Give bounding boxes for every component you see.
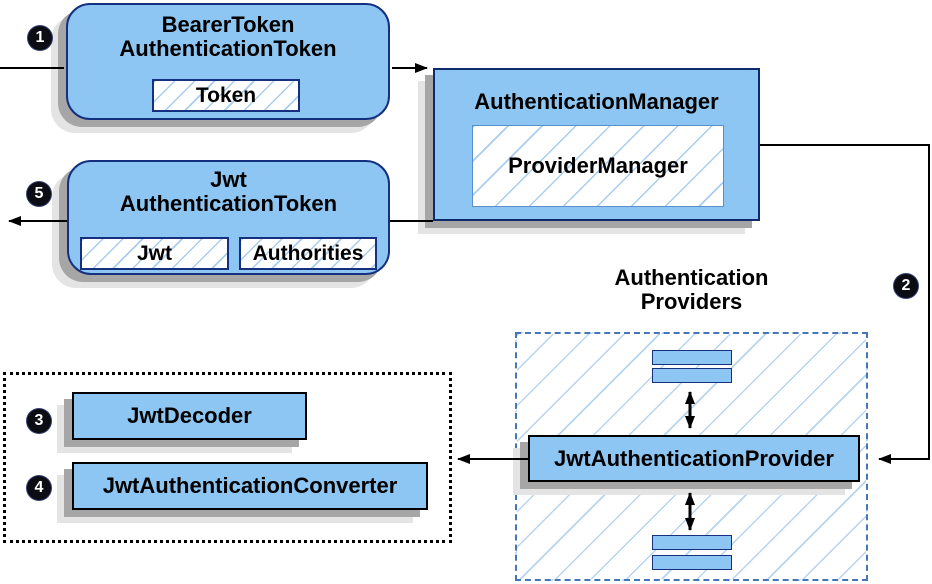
node-title: Jwt AuthenticationToken (69, 168, 388, 216)
node-bearer-token-authentication-token: BearerToken AuthenticationToken Token (66, 3, 390, 120)
jwt-token-title-line1: Jwt (210, 167, 247, 192)
bearer-token-title-line1: BearerToken (161, 12, 295, 37)
node-authentication-manager: AuthenticationManager ProviderManager (433, 68, 760, 221)
node-jwt-authentication-converter: JwtAuthenticationConverter (72, 462, 428, 510)
step-4-badge: 4 (27, 476, 51, 500)
provider-placeholder-bar (652, 350, 732, 365)
provider-placeholder-bar (652, 535, 732, 550)
providers-label-line1: Authentication (614, 265, 769, 290)
field-authorities: Authorities (239, 237, 377, 270)
providers-label-line2: Providers (640, 289, 743, 314)
node-jwt-decoder: JwtDecoder (72, 392, 307, 440)
node-title: BearerToken AuthenticationToken (68, 13, 388, 61)
step-5-badge: 5 (27, 182, 51, 206)
provider-placeholder-bar (652, 555, 732, 570)
field-provider-manager: ProviderManager (472, 125, 724, 207)
node-jwt-authentication-token: Jwt AuthenticationToken Jwt Authorities (67, 160, 390, 275)
provider-placeholder-bar (652, 368, 732, 383)
field-jwt: Jwt (80, 237, 229, 270)
step-3-badge: 3 (27, 409, 51, 433)
step-1-badge: 1 (28, 26, 52, 50)
step-2-badge: 2 (894, 274, 918, 298)
field-token: Token (152, 79, 300, 112)
providers-group-label: Authentication Providers (515, 266, 868, 314)
jwt-token-title-line2: AuthenticationToken (119, 191, 338, 216)
bearer-token-title-line2: AuthenticationToken (119, 36, 337, 61)
authentication-manager-title: AuthenticationManager (474, 89, 719, 114)
node-jwt-authentication-provider: JwtAuthenticationProvider (528, 435, 860, 482)
